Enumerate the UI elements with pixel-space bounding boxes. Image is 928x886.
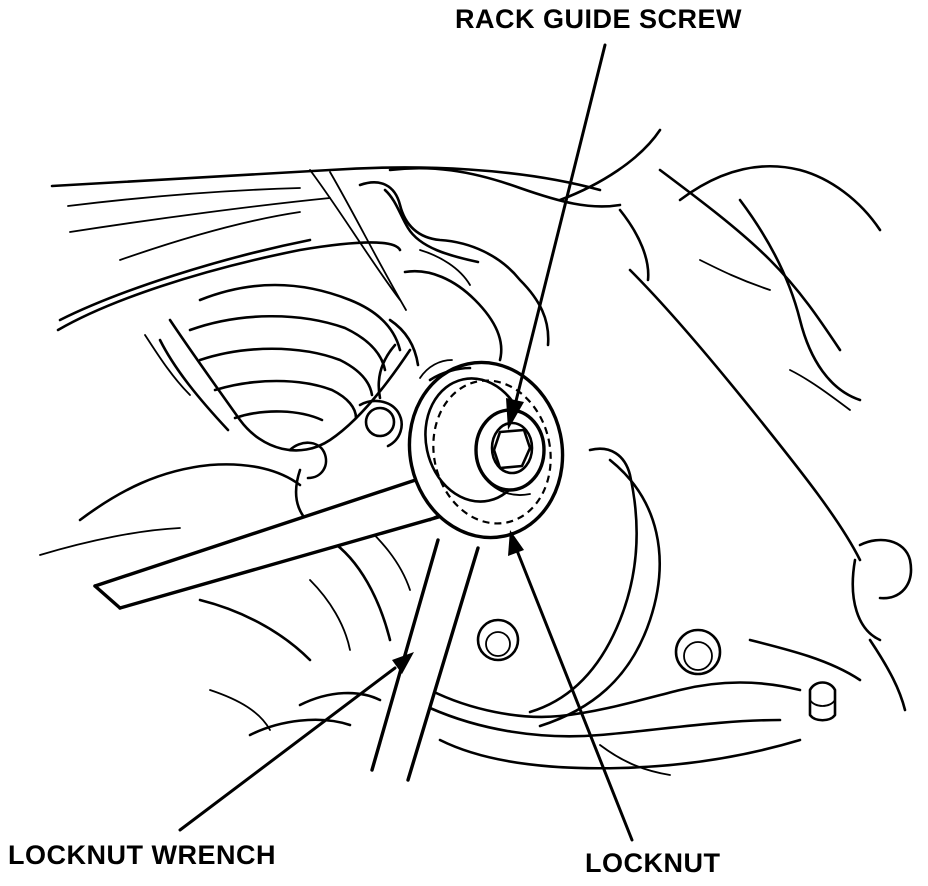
locknut-wrench-label: LOCKNUT WRENCH	[8, 840, 276, 870]
locknut-wrench-shaft	[370, 512, 488, 782]
housing-body	[358, 166, 622, 448]
lower-bracket	[209, 447, 837, 776]
rack-guide-screw-label: RACK GUIDE SCREW	[455, 4, 743, 34]
rack-guide-screw-leader	[506, 43, 607, 430]
dust-boot	[144, 283, 412, 452]
locknut-label: LOCKNUT	[585, 848, 721, 878]
locknut-wrench-leader	[178, 652, 414, 832]
locknut-leader	[508, 530, 634, 842]
right-housing	[558, 128, 913, 712]
upper-frame	[50, 166, 602, 332]
